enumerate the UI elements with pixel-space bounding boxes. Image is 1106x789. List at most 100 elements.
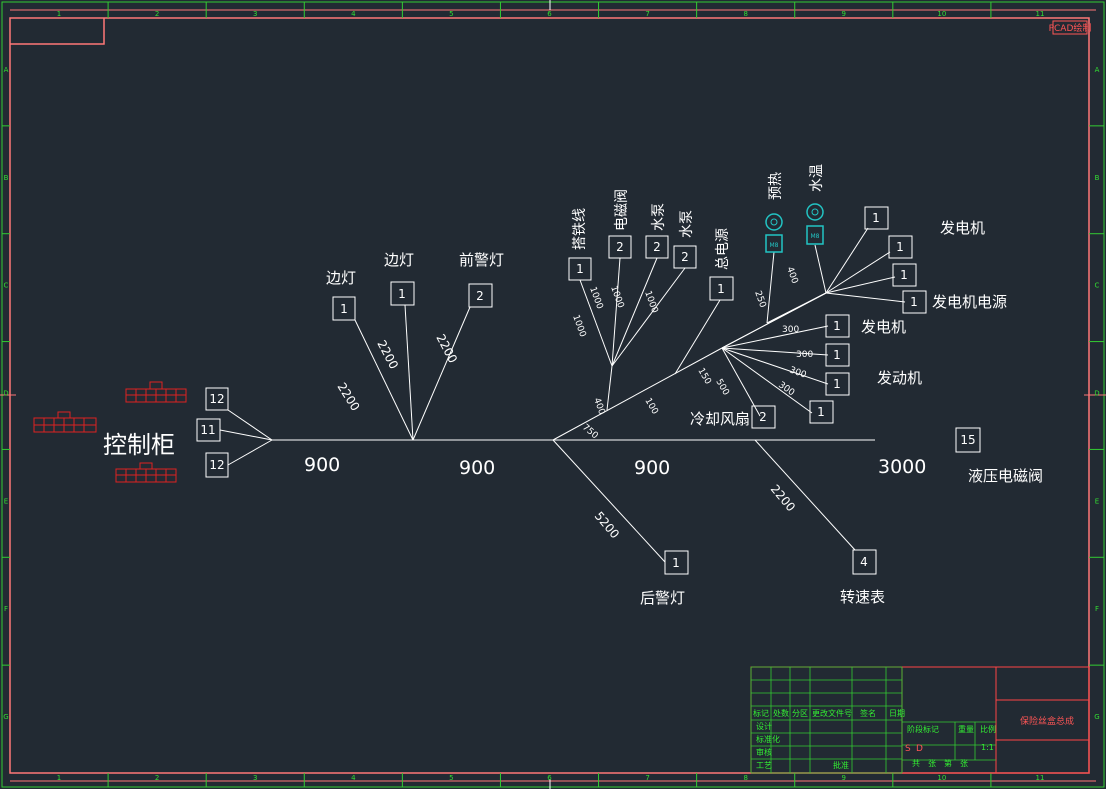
scale-label: 比例 — [980, 724, 996, 734]
trunk-length-500: 500 — [713, 378, 730, 398]
zone-letter-left: C — [4, 282, 9, 290]
zone-number-bottom: 7 — [645, 774, 649, 782]
title-block-role: 设计 — [756, 721, 772, 731]
controller-box-2-number: 11 — [200, 423, 215, 437]
engine-length-3: 300 — [776, 380, 796, 398]
zone-number-top: 3 — [253, 10, 257, 18]
scale-value: 1:1 — [981, 743, 994, 752]
generator-top-label: 发电机 — [940, 219, 985, 237]
water-pump-2-label: 水泵 — [679, 210, 695, 238]
preheat-label: 预热 — [768, 172, 784, 200]
stage-mark-s: S — [905, 744, 911, 754]
generator-label: 发电机 — [861, 318, 906, 336]
segment-length-2: 900 — [459, 457, 495, 479]
front-warning-length: 2200 — [433, 332, 460, 366]
zone-number-top: 8 — [743, 10, 747, 18]
tachometer-label: 转速表 — [840, 588, 885, 606]
zone-number-top: 1 — [57, 10, 61, 18]
rear-warning-box-number: 1 — [672, 556, 680, 570]
controller-box-1 — [205, 387, 229, 411]
wires — [219, 227, 906, 563]
title-block-header: 日期 — [889, 709, 905, 718]
stage-label: 阶段标记 — [907, 724, 939, 734]
zone-letter-left: F — [4, 605, 8, 613]
zone-letter-right: G — [1094, 713, 1099, 721]
controller-box-3-number: 12 — [209, 458, 224, 472]
preheat-terminal-size: M8 — [770, 242, 779, 249]
engine-box-1-number: 1 — [833, 348, 841, 362]
zone-letter-left: G — [3, 713, 8, 721]
water-pump-length-2: 1000 — [642, 290, 659, 315]
zone-number-top: 11 — [1035, 10, 1044, 18]
side-light-left-box-number: 1 — [340, 302, 348, 316]
segment-length-1: 900 — [304, 454, 340, 476]
zone-number-bottom: 1 — [57, 774, 61, 782]
segment-length-3: 900 — [634, 457, 670, 479]
water-temp-terminal-icon: M8 — [806, 203, 824, 245]
component-labels: 控制柜 边灯 边灯 前警灯 搭铁线 电磁阀 水泵 水泵 总电源 预热 水温 发电… — [103, 164, 1043, 607]
zone-number-top: 7 — [645, 10, 649, 18]
zone-number-top: 5 — [449, 10, 453, 18]
engine-box-3 — [809, 400, 834, 424]
zone-number-bottom: 2 — [155, 774, 159, 782]
generator-top-box-3 — [892, 263, 917, 287]
water-temp-terminal-size: M8 — [811, 233, 820, 240]
tachometer-box-number: 4 — [860, 555, 868, 569]
zone-number-top: 10 — [937, 10, 946, 18]
rear-warning-length: 5200 — [592, 509, 622, 541]
title-block-role: 工艺 — [756, 761, 772, 770]
generator-top-box-2 — [888, 235, 913, 259]
front-warning-label: 前警灯 — [459, 251, 504, 269]
segment-length-4: 3000 — [878, 456, 926, 478]
zone-number-top: 6 — [547, 10, 552, 18]
water-pump-1-box — [645, 235, 669, 259]
corner-tag-box — [1052, 20, 1088, 35]
corner-tag: PCAD绘制 — [1049, 22, 1092, 34]
side-light-right-box — [390, 281, 415, 306]
zone-letter-left: D — [3, 390, 8, 398]
title-block-header: 签名 — [860, 708, 876, 718]
zone-number-top: 2 — [155, 10, 159, 18]
water-temp-label: 水温 — [809, 164, 825, 192]
water-temp-length: 400 — [784, 266, 799, 286]
controller-connector-symbols — [33, 381, 187, 483]
zone-letter-left: A — [4, 66, 9, 74]
generator-box-number: 1 — [833, 319, 841, 333]
rear-warning-box — [664, 550, 689, 575]
preheat-terminal-icon: M8 — [765, 213, 783, 253]
cooling-fan-box — [751, 405, 776, 429]
connector-symbol-top — [125, 381, 187, 403]
side-light-left-label: 边灯 — [326, 269, 356, 287]
zone-number-bottom: 6 — [547, 774, 552, 782]
drawing-title: 保险丝盒总成 — [1020, 715, 1074, 727]
solenoid-valve-box-number: 2 — [616, 240, 624, 254]
hydraulic-valve-label: 液压电磁阀 — [968, 467, 1043, 485]
zone-number-bottom: 4 — [351, 774, 356, 782]
generator-top-box-1 — [864, 206, 889, 230]
controller-box-2 — [196, 418, 221, 442]
generator-top-box-2-number: 1 — [896, 240, 904, 254]
solenoid-valve-box — [608, 235, 632, 259]
generator-power-box — [902, 290, 927, 314]
zone-number-bottom: 11 — [1035, 774, 1044, 782]
sheet-count: 共 张 第 张 — [912, 758, 968, 768]
generator-top-box-3-number: 1 — [900, 268, 908, 282]
generator-length: 300 — [782, 325, 799, 335]
zone-number-top: 4 — [351, 10, 356, 18]
box-numbers: 12 11 12 1 1 2 1 2 2 2 1 1 1 1 1 1 1 1 1… — [200, 211, 975, 570]
connector-symbol-bottom — [115, 462, 177, 483]
zone-number-bottom: 8 — [743, 774, 747, 782]
title-block-header: 更改文件号 — [812, 708, 852, 718]
tachometer-box — [852, 549, 877, 575]
hydraulic-valve-box-number: 15 — [960, 433, 975, 447]
side-light-right-label: 边灯 — [384, 251, 414, 269]
connector-boxes — [196, 206, 981, 575]
total-power-label: 总电源 — [715, 228, 731, 270]
zone-letter-right: C — [1095, 282, 1100, 290]
zone-letter-right: F — [1095, 605, 1099, 613]
total-power-length: 100 — [642, 397, 659, 417]
title-block-header: 处数 — [773, 708, 789, 718]
zone-number-bottom: 5 — [449, 774, 453, 782]
ring-terminals: M8 M8 — [765, 203, 824, 253]
total-power-box-number: 1 — [717, 282, 725, 296]
